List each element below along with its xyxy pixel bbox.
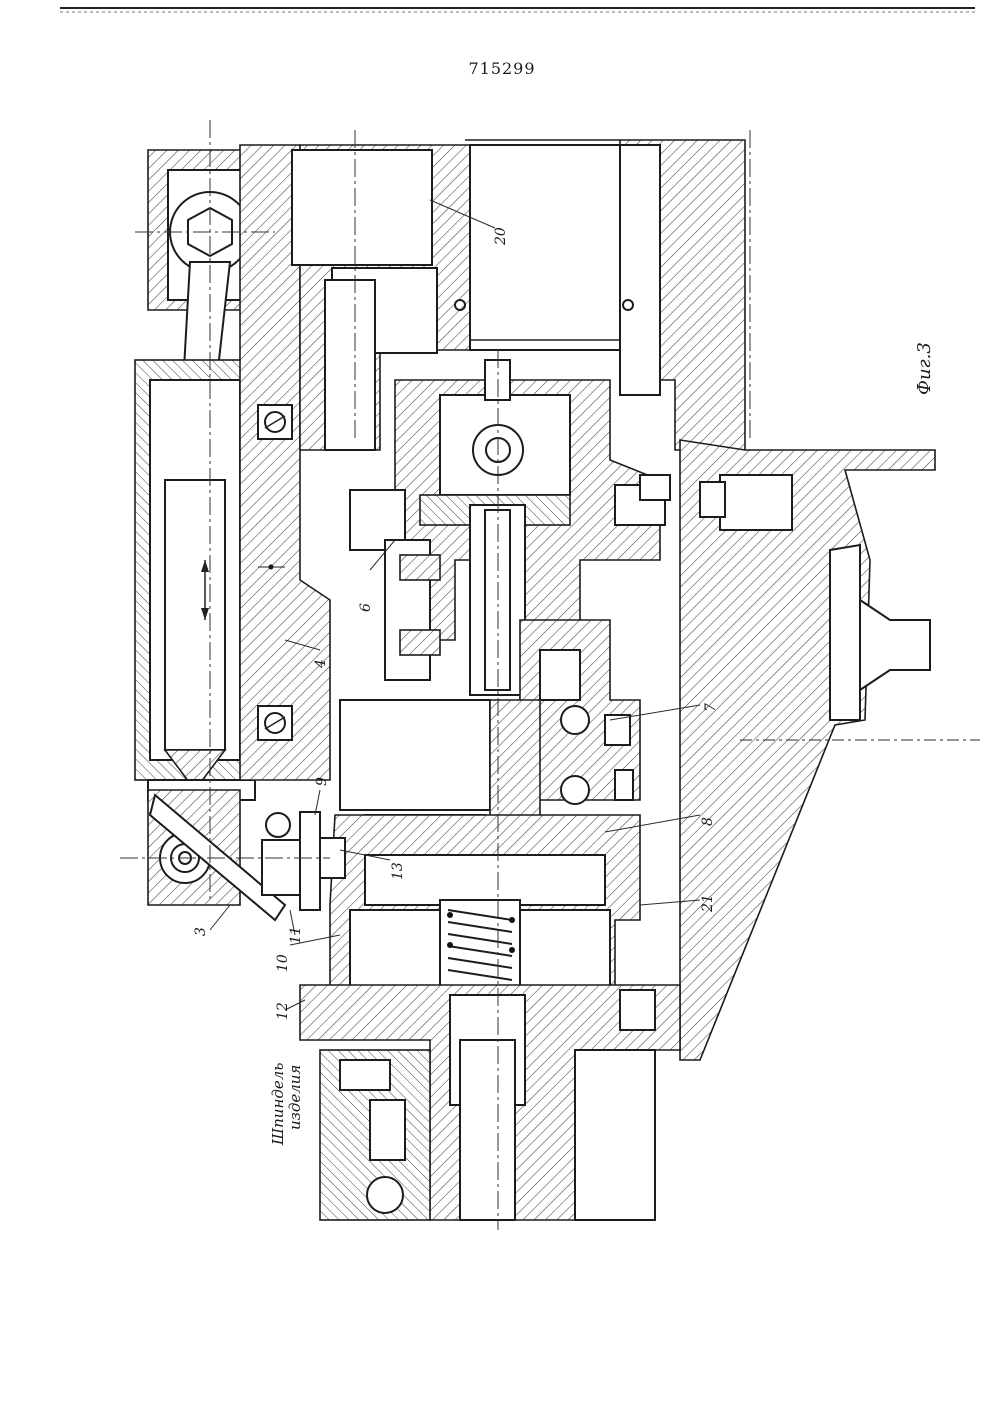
lower-housing-21 (330, 815, 640, 1000)
label-4: 4 (313, 659, 329, 669)
label-8: 8 (700, 817, 716, 826)
spindle-flange (300, 985, 680, 1220)
page-border-top (60, 8, 975, 12)
label-9: 9 (314, 777, 330, 786)
label-3: 3 (193, 927, 209, 936)
label-7: 7 (703, 703, 719, 712)
label-12: 12 (275, 1002, 291, 1020)
drive-assembly (350, 360, 670, 700)
label-6: 6 (358, 603, 374, 612)
label-10: 10 (275, 954, 291, 972)
side-text-workpiece: изделия (286, 1065, 304, 1130)
label-20: 20 (493, 227, 509, 246)
figure-caption: Фиг.3 (914, 342, 935, 395)
lever-3 (148, 790, 345, 920)
patent-number: 715299 (468, 59, 535, 78)
right-base (680, 440, 980, 1060)
label-13: 13 (390, 862, 406, 880)
cylinder-body (135, 360, 255, 800)
side-text-spindle: Шпиндель (269, 1063, 287, 1146)
label-21: 21 (700, 894, 716, 913)
label-11: 11 (288, 926, 304, 944)
